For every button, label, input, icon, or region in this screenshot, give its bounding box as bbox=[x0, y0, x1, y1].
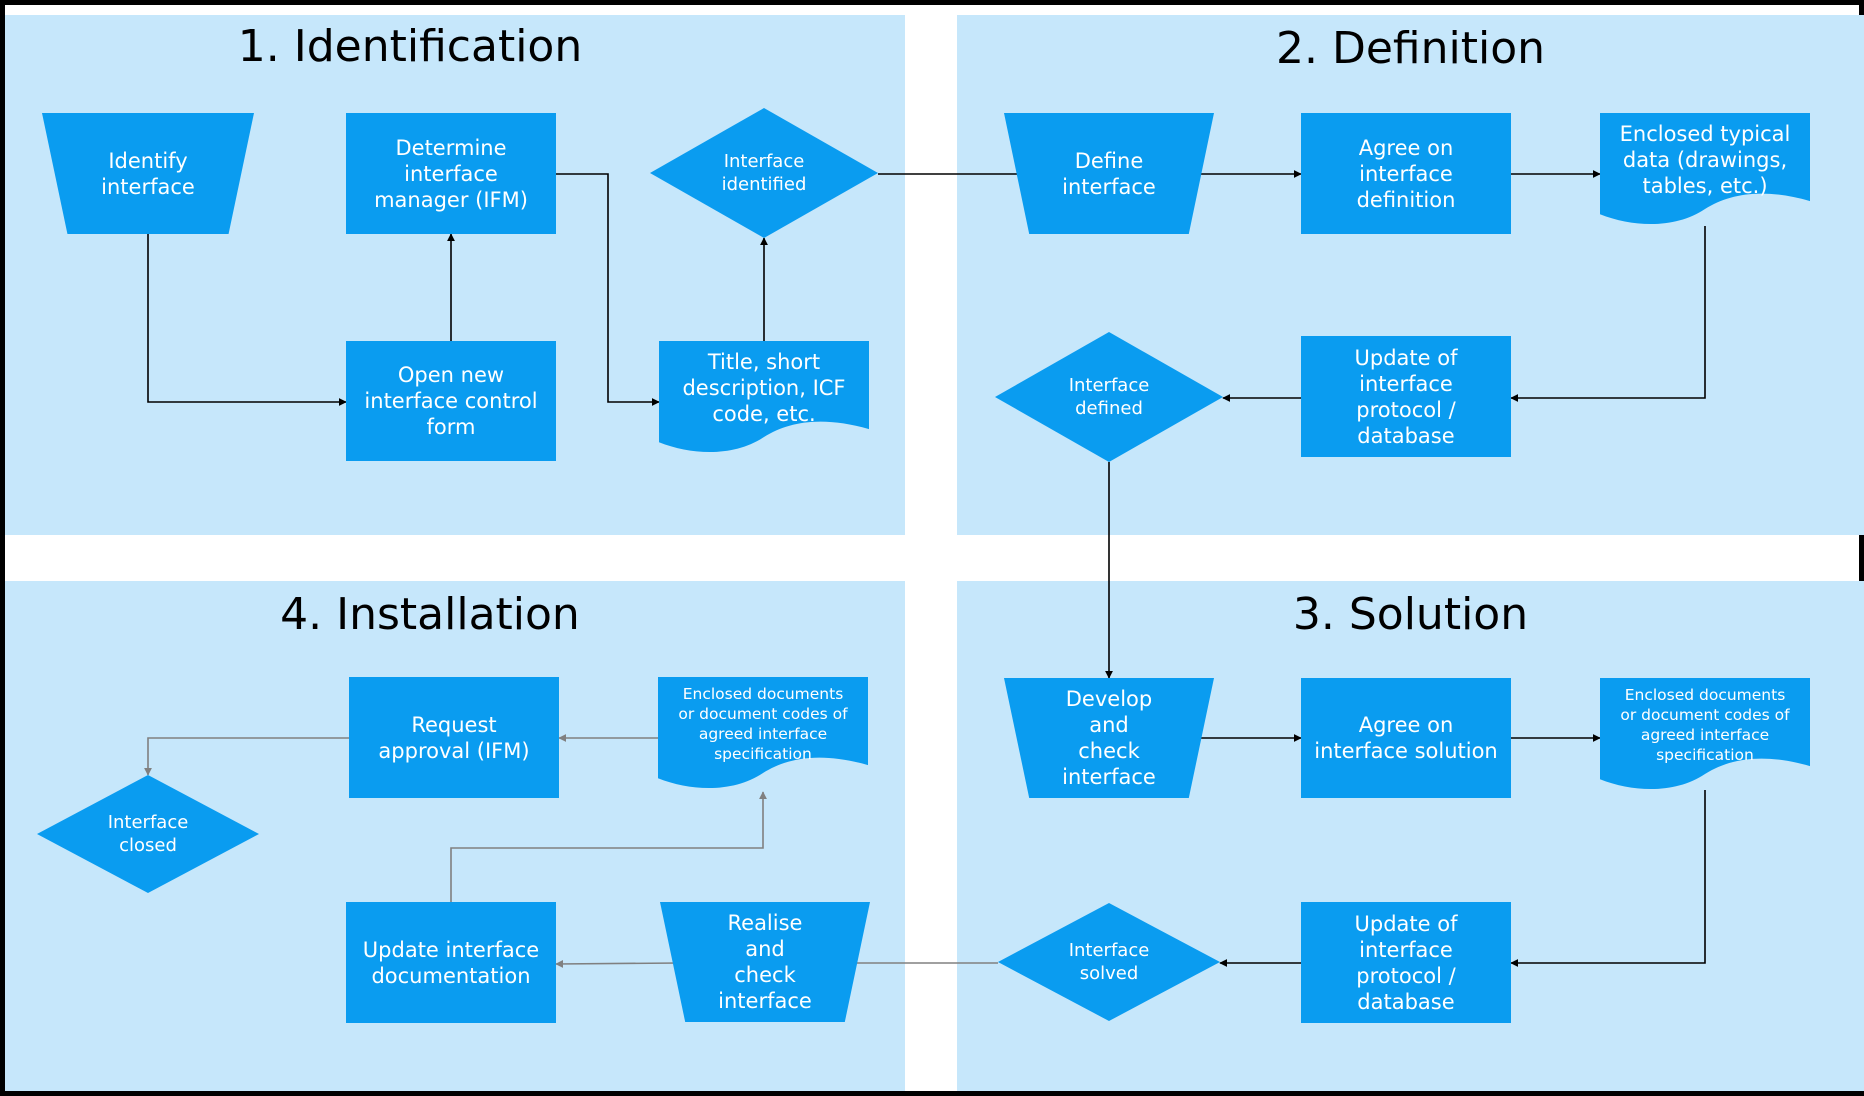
shape-process-determine-ifm bbox=[346, 113, 556, 234]
shape-decision-interface-identified bbox=[650, 108, 878, 238]
shape-manual-operation-develop-check bbox=[1004, 678, 1214, 798]
connectors bbox=[144, 170, 1706, 968]
shapes bbox=[37, 108, 1810, 1023]
shape-process-update-protocol-sol bbox=[1301, 902, 1511, 1023]
shape-document-enclosed-typical-data bbox=[1600, 113, 1810, 225]
shape-document-enclosed-docs-install bbox=[658, 677, 868, 789]
shape-process-open-icf bbox=[346, 341, 556, 461]
panel-title-installation: 4. Installation bbox=[280, 589, 580, 640]
connector-update-documentation-to-enclosed-docs-install bbox=[450, 791, 767, 902]
connector-determine-ifm-to-title-short-desc bbox=[556, 173, 660, 406]
shape-decision-interface-defined bbox=[995, 332, 1223, 462]
shape-manual-operation-define-interface bbox=[1004, 113, 1214, 234]
connector-enclosed-docs-solution-to-update-protocol-sol bbox=[1510, 790, 1706, 967]
panel-title-definition: 2. Definition bbox=[1275, 23, 1546, 74]
shape-decision-interface-solved bbox=[998, 903, 1220, 1021]
shape-process-agree-definition bbox=[1301, 113, 1511, 234]
shape-manual-operation-identify-interface bbox=[42, 113, 254, 234]
connector-enclosed-typical-data-to-update-protocol-def bbox=[1510, 226, 1706, 402]
shape-process-request-approval bbox=[349, 677, 559, 798]
panel-title-solution: 3. Solution bbox=[1292, 589, 1529, 640]
connector-request-approval-to-interface-closed bbox=[144, 737, 349, 776]
panel-title-identification: 1. Identification bbox=[237, 21, 583, 72]
shape-document-title-short-desc bbox=[659, 341, 869, 453]
shape-decision-interface-closed bbox=[37, 775, 259, 893]
shape-process-update-protocol-def bbox=[1301, 336, 1511, 457]
connector-realise-check-to-update-documentation bbox=[555, 959, 682, 968]
shape-process-agree-solution bbox=[1301, 678, 1511, 798]
connector-identify-interface-to-open-icf bbox=[147, 234, 347, 406]
shape-process-update-documentation bbox=[346, 902, 556, 1023]
shape-manual-operation-realise-check bbox=[660, 902, 870, 1022]
shape-document-enclosed-docs-solution bbox=[1600, 678, 1810, 790]
